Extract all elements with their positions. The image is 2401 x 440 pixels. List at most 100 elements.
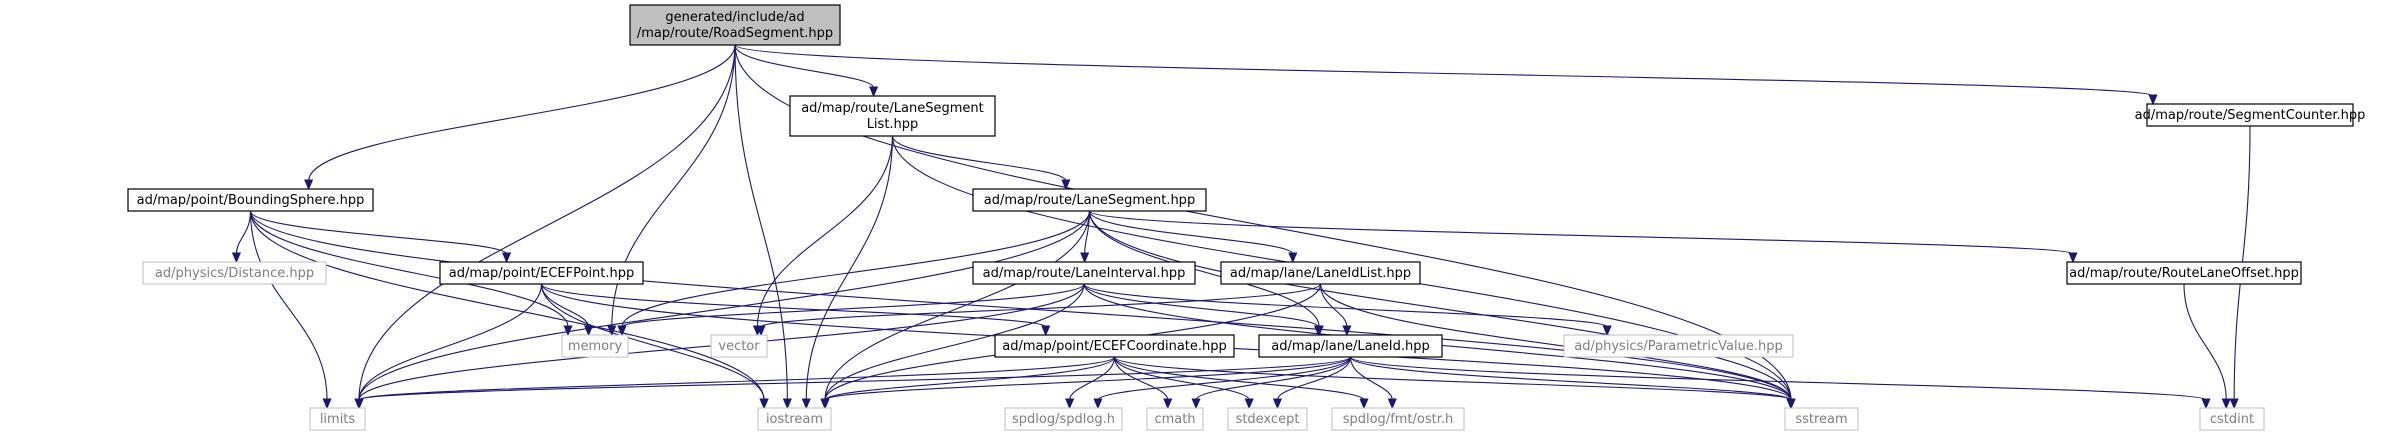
edge-arrowhead-laneid-to-cmath [1191, 398, 1201, 410]
edge-arrowhead-bsphere-to-distance [231, 252, 241, 264]
node-distance: ad/physics/Distance.hpp [142, 261, 327, 285]
edge-laneid-to-cmath [1195, 356, 1352, 401]
node-label-laneseglist: ad/map/route/LaneSegment [801, 101, 984, 116]
edge-laneseg-to-laneid [1088, 210, 1320, 328]
edge-laneseglist-to-laneseg [891, 135, 1067, 182]
edge-laneidlist-to-vector [760, 283, 1322, 328]
nodes-layer: generated/include/ad/map/route/RoadSegme… [127, 4, 2366, 431]
node-segcounter[interactable]: ad/map/route/SegmentCounter.hpp [2135, 103, 2366, 127]
node-laneid[interactable]: ad/map/lane/LaneId.hpp [1258, 334, 1443, 358]
edge-arrowhead-root-to-iostream [782, 398, 792, 410]
node-box-spdlog [1004, 407, 1123, 431]
node-label-routelaneoffset: ad/map/route/RouteLaneOffset.hpp [2069, 266, 2299, 281]
node-label-root: generated/include/ad [665, 10, 804, 25]
node-box-sstream [1784, 407, 1859, 431]
edge-eceffcoord-to-stdexcept [1113, 356, 1250, 401]
node-iostream: iostream [757, 407, 832, 431]
edge-laneid-to-iostream [824, 356, 1352, 401]
node-label-laneidlist: ad/map/lane/LaneIdList.hpp [1230, 266, 1411, 281]
edge-arrowhead-root-to-segcounter [2148, 94, 2158, 106]
node-label-bsphere: ad/map/point/BoundingSphere.hpp [137, 193, 365, 208]
node-vector: vector [710, 334, 768, 358]
node-label-fmtostr: spdlog/fmt/ostr.h [1343, 412, 1454, 427]
edge-laneidlist-to-laneid [1319, 283, 1348, 328]
node-cmath: cmath [1146, 407, 1204, 431]
node-box-segcounter [2146, 103, 2354, 127]
node-label-laneseg: ad/map/route/LaneSegment.hpp [984, 193, 1195, 208]
edge-root-to-memory [611, 44, 736, 328]
node-label-root: /map/route/RoadSegment.hpp [637, 26, 833, 41]
node-box-vector [710, 334, 768, 358]
edge-arrowhead-laneid-to-stdexcept [1272, 398, 1283, 410]
node-routelaneoffset[interactable]: ad/map/route/RouteLaneOffset.hpp [2066, 261, 2302, 285]
edge-arrowhead-laneseg-to-laneidlist [1288, 252, 1298, 264]
node-box-root [629, 4, 841, 46]
edge-arrowhead-ecefpoint-to-eceffcoord [1041, 325, 1051, 337]
edge-arrowhead-laneseglist-to-laneseg [1061, 179, 1071, 191]
node-laneidlist[interactable]: ad/map/lane/LaneIdList.hpp [1220, 261, 1421, 285]
node-box-laneid [1258, 334, 1443, 358]
node-label-iostream: iostream [766, 412, 823, 427]
edge-arrowhead-eceffcoord-to-stdexcept [1244, 398, 1254, 410]
node-box-bsphere [127, 188, 374, 212]
edge-arrowhead-laneseg-to-routelaneoffset [2068, 252, 2078, 264]
edge-arrowhead-laneidlist-to-vector [756, 325, 766, 337]
edge-laneseg-to-routelaneoffset [1088, 210, 2074, 255]
edge-arrowhead-laneid-to-fmtostr [1387, 398, 1397, 410]
edge-arrowhead-ecefpoint-to-memory [584, 325, 594, 337]
edge-bsphere-to-distance [235, 210, 252, 255]
edge-root-to-limits [358, 44, 736, 401]
edge-laneidlist-to-sstream [1319, 283, 1792, 401]
node-box-routelaneoffset [2066, 261, 2302, 285]
node-box-distance [142, 261, 327, 285]
node-root[interactable]: generated/include/ad/map/route/RoadSegme… [629, 4, 841, 46]
node-limits: limits [309, 407, 366, 431]
node-label-spdlog: spdlog/spdlog.h [1012, 412, 1115, 427]
node-laneseg[interactable]: ad/map/route/LaneSegment.hpp [972, 188, 1207, 212]
edge-arrowhead-root-to-bsphere [304, 179, 314, 191]
edge-arrowhead-eceffcoord-to-fmtostr [1359, 398, 1369, 410]
node-box-laneseg [972, 188, 1207, 212]
node-cstdint: cstdint [2199, 407, 2265, 431]
node-box-laneinterval [972, 261, 1196, 285]
edge-arrowhead-laneid-to-sstream [1786, 398, 1796, 410]
node-box-stdexcept [1227, 407, 1308, 431]
edge-eceffcoord-to-fmtostr [1113, 356, 1365, 401]
node-memory: memory [561, 334, 629, 358]
node-label-vector: vector [718, 339, 760, 354]
node-ecefpoint[interactable]: ad/map/point/ECEFPoint.hpp [439, 261, 644, 285]
edge-bsphere-to-sstream [249, 210, 1792, 401]
edge-laneid-to-sstream [1349, 356, 1792, 401]
node-bsphere[interactable]: ad/map/point/BoundingSphere.hpp [127, 188, 374, 212]
node-laneinterval[interactable]: ad/map/route/LaneInterval.hpp [972, 261, 1196, 285]
edge-eceffcoord-to-sstream [1113, 356, 1792, 401]
edge-arrowhead-laneseg-to-laneinterval [1080, 252, 1090, 264]
edge-arrowhead-bsphere-to-ecefpoint [502, 252, 512, 264]
edge-arrowhead-laneid-to-iostream [820, 398, 830, 410]
edge-ecefpoint-to-eceffcoord [540, 283, 1047, 328]
edge-root-to-laneseglist [734, 44, 875, 89]
edge-arrowhead-laneid-to-spdlog [1093, 398, 1103, 410]
edge-laneinterval-to-memory [621, 283, 1085, 328]
edge-laneseg-to-iostream [824, 210, 1091, 401]
edge-bsphere-to-limits [249, 210, 328, 401]
node-label-laneseglist: List.hpp [867, 117, 919, 132]
edge-arrowhead-bsphere-to-limits [322, 398, 332, 410]
edge-root-to-bsphere [308, 44, 736, 182]
edge-arrowhead-laneid-to-limits [354, 398, 364, 410]
edges-layer [231, 44, 2251, 410]
edge-ecefpoint-to-limits [358, 283, 543, 401]
edge-root-to-iostream [734, 44, 788, 401]
node-sstream: sstream [1784, 407, 1859, 431]
edge-laneinterval-to-laneid [1083, 283, 1320, 328]
edge-arrowhead-segcounter-to-cstdint [2229, 398, 2239, 410]
node-paramvalue: ad/physics/ParametricValue.hpp [1563, 334, 1794, 358]
edge-laneid-to-fmtostr [1349, 356, 1393, 401]
edge-laneinterval-to-paramvalue [1083, 283, 1608, 328]
node-eceffcoord[interactable]: ad/map/point/ECEFCoordinate.hpp [994, 334, 1235, 358]
node-box-memory [561, 334, 629, 358]
edge-bsphere-to-iostream [249, 210, 765, 401]
edge-ecefpoint-to-iostream [540, 283, 765, 401]
node-box-ecefpoint [439, 261, 644, 285]
